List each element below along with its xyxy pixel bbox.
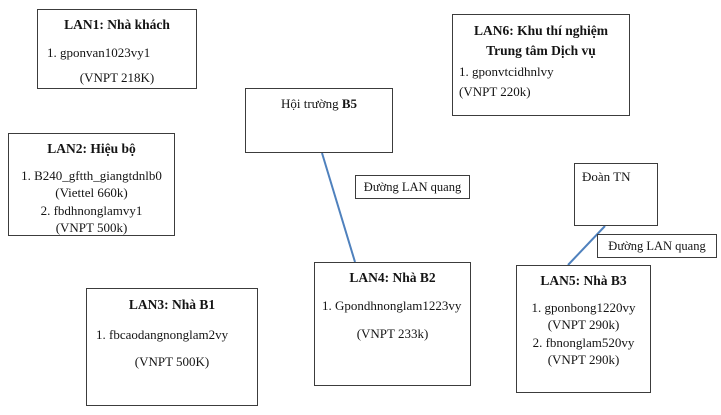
lan5-item1: 1. gponbong1220vy bbox=[531, 299, 636, 315]
lan5-item1-note: (VNPT 290k) bbox=[547, 317, 620, 333]
node-lan2: LAN2: Hiệu bộ 1. B240_gftth_giangtdnlb0 … bbox=[8, 133, 175, 236]
lan5-title: LAN5: Nhà B3 bbox=[540, 273, 627, 288]
node-lan4: LAN4: Nhà B2 1. Gpondhnonglam1223vy (VNP… bbox=[314, 262, 471, 386]
lan2-item2: 2. fbdhnonglamvy1 bbox=[40, 202, 143, 218]
lan2-item2-note: (VNPT 500k) bbox=[55, 220, 128, 236]
node-lan6: LAN6: Khu thí nghiệm Trung tâm Dịch vụ 1… bbox=[452, 14, 630, 116]
lan2-title: LAN2: Hiệu bộ bbox=[47, 141, 136, 156]
lan3-item1-note: (VNPT 500K) bbox=[134, 354, 210, 370]
lan2-item1-note: (Viettel 660k) bbox=[55, 185, 128, 201]
lan6-item1: 1. gponvtcidhnlvy bbox=[459, 64, 554, 79]
link-label-lan-quang-1: Đường LAN quang bbox=[355, 175, 470, 199]
lan1-item1: 1. gponvan1023vy1 bbox=[47, 44, 151, 60]
lan2-body: 1. B240_gftth_giangtdnlb0 (Viettel 660k)… bbox=[9, 167, 174, 237]
node-doan-tn: Đoàn TN bbox=[574, 163, 658, 226]
doan-tn-label: Đoàn TN bbox=[582, 169, 631, 184]
lan2-item1: 1. B240_gftth_giangtdnlb0 bbox=[21, 167, 162, 183]
hall-b5-text: Hội trường bbox=[280, 96, 339, 111]
lan4-title: LAN4: Nhà B2 bbox=[349, 270, 436, 285]
hall-b5-label: Hội trường B5 bbox=[246, 96, 392, 112]
lan3-item1: 1. fbcaodangnonglam2vy bbox=[96, 326, 229, 342]
link-label-lan-quang-2: Đường LAN quang bbox=[597, 234, 717, 258]
lan3-title: LAN3: Nhà B1 bbox=[128, 297, 216, 312]
lan4-item1-note: (VNPT 233k) bbox=[356, 326, 429, 342]
lan5-body: 1. gponbong1220vy (VNPT 290k) 2. fbnongl… bbox=[517, 299, 650, 369]
node-lan1: LAN1: Nhà khách 1. gponvan1023vy1 (VNPT … bbox=[37, 9, 197, 89]
lan1-item1-note: (VNPT 218K) bbox=[79, 70, 155, 86]
lan6-title-line1: LAN6: Khu thí nghiệm bbox=[474, 23, 608, 38]
node-hall-b5: Hội trường B5 bbox=[245, 88, 393, 153]
node-lan5: LAN5: Nhà B3 1. gponbong1220vy (VNPT 290… bbox=[516, 265, 651, 393]
lan4-item1: 1. Gpondhnonglam1223vy bbox=[322, 297, 462, 313]
hall-b5-text-bold: B5 bbox=[341, 96, 358, 111]
lan6-item1-note: (VNPT 220k) bbox=[459, 84, 531, 99]
link-hall-b5-to-lan4 bbox=[321, 152, 356, 263]
lan5-item2-note: (VNPT 290k) bbox=[547, 352, 620, 368]
node-lan3: LAN3: Nhà B1 1. fbcaodangnonglam2vy (VNP… bbox=[86, 288, 258, 406]
lan1-title: LAN1: Nhà khách bbox=[64, 17, 170, 32]
lan6-title-line2: Trung tâm Dịch vụ bbox=[486, 43, 596, 58]
lan5-item2: 2. fbnonglam520vy bbox=[532, 334, 635, 350]
